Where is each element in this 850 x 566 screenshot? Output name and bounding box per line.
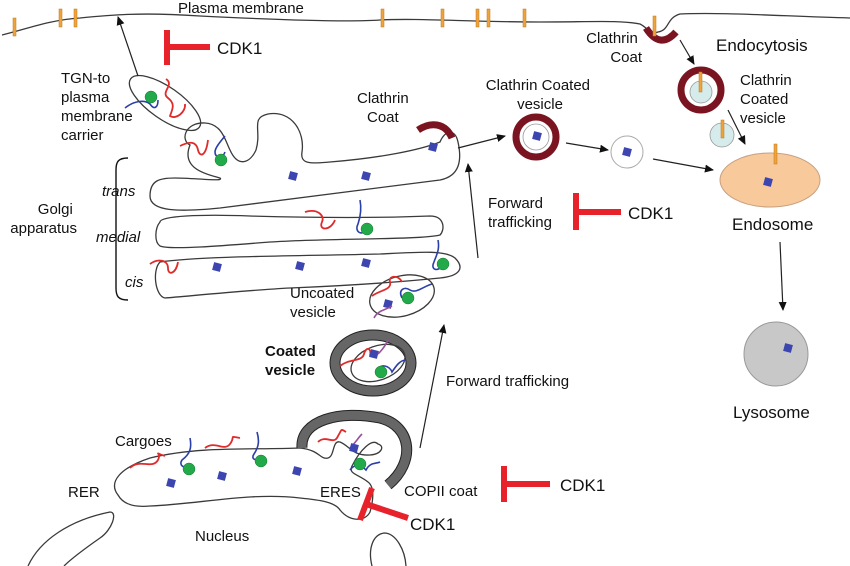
cdk1-copii-label: CDK1 [560, 476, 605, 495]
copii-coat [297, 410, 412, 489]
golgi-cis-cisterna [154, 251, 461, 299]
clathrin-vesicle-mid [512, 113, 560, 161]
uncoated-vesicle-mid-cargo [622, 147, 632, 157]
clathrin-coated-vesicle-mid-label: Clathrin Coated vesicle [486, 77, 594, 113]
coated-dot [374, 365, 388, 379]
golgi-cis-label: cis [125, 274, 144, 291]
coated-cargo [369, 349, 379, 359]
golgi-medial-cisterna [155, 214, 444, 249]
clathrin-coated-vesicle-right-label: Clathrin Coated vesicle [740, 72, 796, 127]
vesicle-receptor [698, 71, 703, 93]
golgi-medial-label: medial [96, 229, 141, 246]
tgn-carrier-red-cargo [164, 78, 186, 118]
arrow-to-endosome [652, 158, 714, 173]
rer-label: RER [68, 484, 100, 501]
forward-trafficking-lower-label: Forward trafficking [446, 373, 569, 390]
uncoated-red-cargo [371, 275, 403, 297]
arrow-pit-to-vesicle [679, 39, 695, 65]
rer-membrane [113, 441, 383, 520]
cdk1-eres-label: CDK1 [410, 515, 455, 534]
uncoated-blue-cargo [399, 283, 433, 299]
golgi-cis-cargo-1 [212, 262, 222, 272]
golgi-trans-cargo-3 [428, 142, 438, 152]
endosome-label: Endosome [732, 215, 813, 234]
lysosome-label: Lysosome [733, 403, 810, 422]
arrow-forward-trafficking-upper [464, 163, 479, 259]
cdk1-inhibition-eres [357, 486, 409, 522]
uncoated-vesicle-label: Uncoated vesicle [290, 285, 358, 321]
tgn-carrier-label: TGN-to plasma membrane carrier [61, 70, 137, 144]
uncoated-receptor [720, 119, 725, 139]
lysosome-cargo [783, 343, 793, 353]
uncoated-pink-cargo [373, 305, 393, 319]
plasma-membrane [1, 12, 850, 36]
golgi-trans-dot [214, 153, 228, 167]
cdk1-top-label: CDK1 [217, 39, 262, 58]
cdk1-inhibition-tgn [164, 30, 210, 65]
copii-coat-label: COPII coat [404, 483, 478, 500]
golgi-cis-dot [436, 257, 450, 271]
golgi-cis-cargo-2 [295, 261, 305, 271]
membrane-receptors [12, 8, 527, 37]
golgi-cis-red-cargo [149, 259, 179, 274]
nucleus-envelope-right [369, 532, 407, 566]
golgi-cis-blue-cargo [432, 239, 443, 271]
cargoes-label: Cargoes [115, 433, 172, 450]
golgi-medial-dot [360, 222, 374, 236]
clathrin-vesicle-mid-inner [522, 123, 550, 151]
tgn-carrier-dot [144, 90, 158, 104]
endosome-receptor [773, 143, 778, 165]
clathrin-coat-pit [643, 25, 679, 44]
golgi-apparatus-label: Golgi apparatus [10, 201, 77, 237]
nucleus-label: Nucleus [195, 528, 249, 545]
golgi-medial-red-cargo [304, 210, 336, 230]
cdk1-inhibition-forward [573, 193, 621, 230]
clathrin-vesicle-right [677, 66, 725, 114]
arrow-vesicle-to-endosome [727, 109, 746, 145]
coated-red-cargo [339, 348, 372, 367]
golgi-medial-blue-cargo [356, 199, 367, 234]
plasma-membrane-label: Plasma membrane [178, 0, 304, 17]
nucleus-envelope-left [27, 511, 115, 566]
cdk1-mid-label: CDK1 [628, 204, 673, 223]
endosome-cargo [763, 177, 773, 187]
coated-vesicle-label: Coated vesicle [265, 343, 320, 379]
endocytosis-label: Endocytosis [716, 36, 808, 55]
forward-trafficking-upper-label: Forward trafficking [488, 195, 552, 231]
eres-label: ERES [320, 484, 361, 501]
golgi-trans-cargo-2 [361, 171, 371, 181]
arrow-forward-trafficking-lower [419, 324, 447, 449]
arrow-endosome-to-lysosome [778, 241, 787, 311]
lysosome [743, 321, 809, 387]
golgi-bracket [115, 157, 129, 301]
clathrin-coat-golgi [416, 121, 456, 140]
cdk1-inhibition-copii [501, 466, 550, 502]
coated-vesicle-membrane [350, 343, 406, 383]
tgn-carrier-blue-cargo [124, 99, 159, 109]
uncoated-dot [401, 291, 415, 305]
golgi-trans-cisterna [149, 112, 461, 211]
golgi-cis-cargo-3 [361, 258, 371, 268]
tgn-carrier [128, 74, 202, 132]
arrow-tgn-to-membrane [116, 16, 139, 77]
coated-vesicle-coat [330, 330, 416, 396]
arrow-golgi-to-ccv [457, 134, 506, 149]
clathrin-coat-top-label: Clathrin Coat [586, 30, 643, 66]
ccv-mid-cargo [532, 131, 542, 141]
golgi-trans-cargo-1 [288, 171, 298, 181]
rer-cargoes [129, 429, 381, 488]
arrow-ccv-to-uncoated [565, 142, 609, 153]
clathrin-coat-golgi-label: Clathrin Coat [357, 90, 413, 126]
pit-receptor [652, 15, 657, 37]
coated-pink-cargo [377, 339, 389, 355]
golgi-trans-label: trans [102, 183, 136, 200]
golgi-trans-red-cargo [179, 139, 209, 156]
